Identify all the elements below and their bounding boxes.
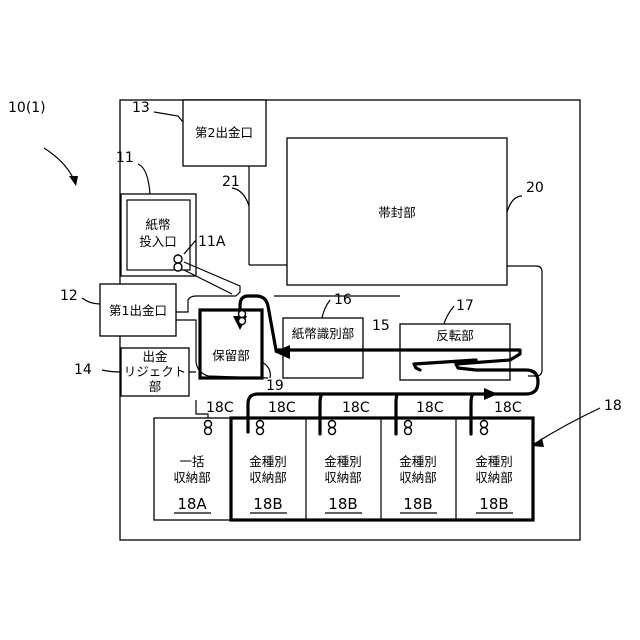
- ref-13: 13: [132, 100, 150, 116]
- ref-16: 16: [334, 292, 352, 308]
- device-ref-label: 10(1): [8, 100, 46, 116]
- denomination-storage-label-2: 収納部: [475, 470, 513, 485]
- leader-device: [44, 148, 74, 180]
- storage-roller: [257, 421, 264, 428]
- storage-roller: [405, 421, 412, 428]
- ref-21: 21: [222, 174, 240, 190]
- storage-roller: [205, 421, 212, 428]
- ref-18c-label: 18C: [342, 400, 370, 416]
- denomination-storage-code: 18B: [479, 495, 508, 513]
- note-inlet-label-1: 紙幣: [145, 217, 170, 232]
- hold-unit-label: 保留部: [212, 348, 250, 363]
- leader-device-arrow: [69, 176, 78, 186]
- reject-unit-label-1: 出金: [142, 349, 168, 364]
- hold-roller-top: [239, 311, 246, 318]
- ref-11: 11: [116, 150, 134, 166]
- leader-12: [82, 298, 100, 304]
- ref-18c-label: 18C: [416, 400, 444, 416]
- storage-roller: [329, 421, 336, 428]
- ref-18c-label: 18C: [206, 400, 234, 416]
- ref-14: 14: [74, 362, 92, 378]
- denomination-storage-code: 18B: [403, 495, 432, 513]
- storage-roller: [329, 428, 336, 435]
- storage-roller: [405, 428, 412, 435]
- reject-unit-label-3: 部: [149, 379, 162, 394]
- reject-unit-label-2: リジェクト: [124, 364, 187, 379]
- bulk-storage-label-1: 一括: [179, 454, 204, 469]
- reversal-unit-label: 反転部: [436, 328, 474, 343]
- storage-roller: [481, 428, 488, 435]
- ref-19: 19: [266, 378, 284, 394]
- leader-14: [102, 370, 121, 372]
- denomination-storage-1: 金種別 収納部 18B: [324, 454, 362, 513]
- denomination-storage-label-1: 金種別: [324, 454, 362, 469]
- storage-roller: [257, 428, 264, 435]
- recognition-unit-label: 紙幣識別部: [292, 326, 355, 341]
- ref-18: 18: [604, 398, 622, 414]
- ref-17: 17: [456, 298, 474, 314]
- denomination-storage-label-2: 収納部: [324, 470, 362, 485]
- first-outlet-label: 第1出金口: [109, 303, 167, 318]
- ref-18c-label: 18C: [494, 400, 522, 416]
- denomination-storage-label-1: 金種別: [399, 454, 437, 469]
- denomination-storage-2: 金種別 収納部 18B: [399, 454, 437, 513]
- bulk-storage-label-2: 収納部: [173, 470, 211, 485]
- denomination-storage-0: 金種別 収納部 18B: [249, 454, 287, 513]
- storage-roller: [205, 428, 212, 435]
- denomination-storage-code: 18B: [328, 495, 357, 513]
- ref-18c-label: 18C: [268, 400, 296, 416]
- denomination-storage-label-1: 金種別: [475, 454, 513, 469]
- second-outlet-label: 第2出金口: [195, 125, 253, 140]
- denomination-storage-3: 金種別 収納部 18B: [475, 454, 513, 513]
- bulk-storage-code: 18A: [177, 495, 207, 513]
- denomination-storage-label-2: 収納部: [399, 470, 437, 485]
- denomination-storage-label-2: 収納部: [249, 470, 287, 485]
- inlet-roller-bottom: [174, 263, 182, 271]
- ref-12: 12: [60, 288, 78, 304]
- ref-15: 15: [372, 318, 390, 334]
- ref-20: 20: [526, 180, 544, 196]
- denomination-storage-label-1: 金種別: [249, 454, 287, 469]
- banding-unit-label: 帯封部: [378, 205, 416, 220]
- note-inlet-label-2: 投入口: [139, 234, 177, 249]
- denomination-storage-code: 18B: [253, 495, 282, 513]
- inlet-roller-top: [174, 255, 182, 263]
- storage-roller: [481, 421, 488, 428]
- hold-roller-bottom: [239, 318, 246, 325]
- ref-11a: 11A: [198, 234, 226, 250]
